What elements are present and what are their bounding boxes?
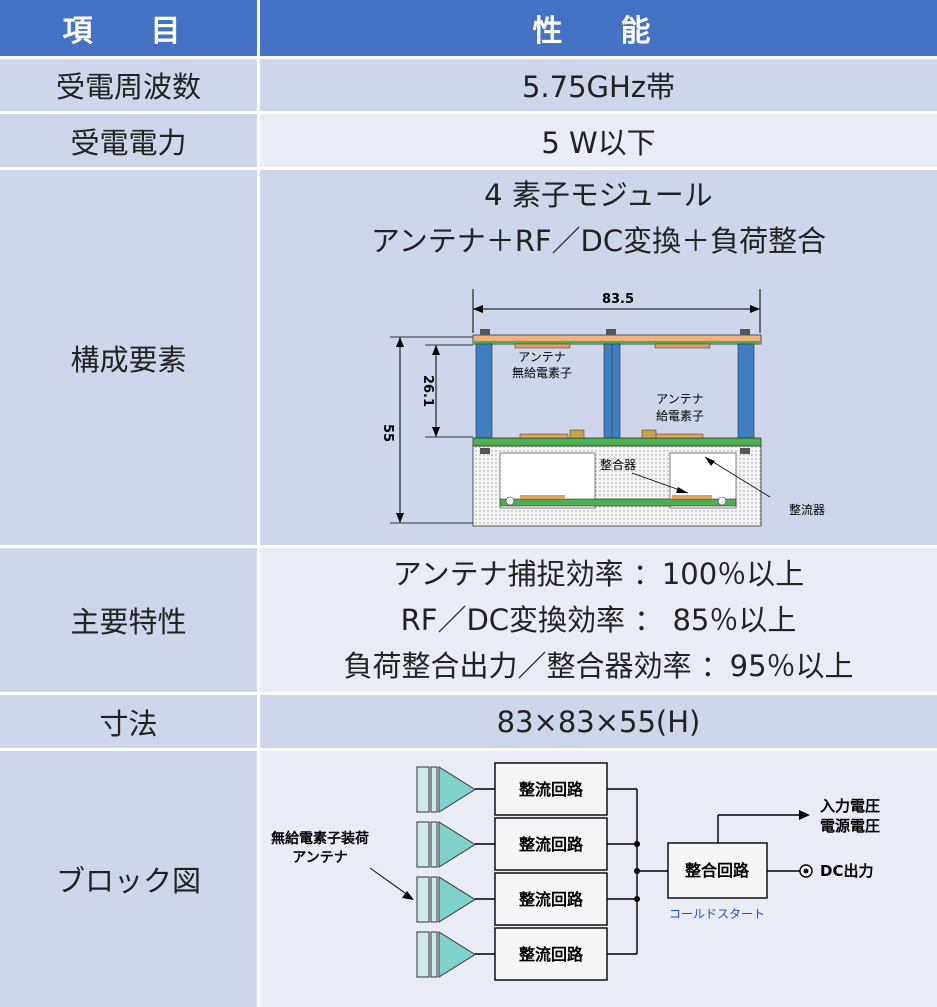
label-parasitic-1: アンテナ [518, 350, 566, 364]
antenna-label-1: 無給電素子装荷 [271, 830, 369, 847]
antenna-label-2: アンテナ [292, 850, 347, 866]
block-diagram: 整流回路 整流回路 整流回路 整流回路 整合回路 コールドスタート 入力電圧 電… [271, 762, 880, 981]
rectifier-3: 整流回路 [518, 890, 584, 909]
label-frequency-text: 受電周波数 [55, 70, 201, 104]
label-composition-text: 構成要素 [70, 342, 187, 377]
dim-spacing: 26.1 [420, 375, 435, 407]
composition-line-2: アンテナ＋RF／DC変換＋負荷整合 [370, 224, 827, 258]
composition-line-1: 4 素子モジュール [484, 178, 713, 212]
label-parasitic-2: 無給電素子 [512, 365, 572, 380]
label-size: 寸法 [0, 695, 257, 748]
characteristics-line-3: 負荷整合出力／整合器効率 ：95％以上 [343, 649, 854, 683]
label-power: 受電電力 [0, 114, 257, 167]
antenna-group [416, 766, 476, 978]
header-item-text: 項 目 [62, 14, 195, 49]
label-frequency: 受電周波数 [0, 59, 257, 111]
header-performance-text: 性 能 [532, 14, 665, 49]
supply-voltage: 電源電圧 [820, 817, 880, 835]
characteristics-line-2: RF／DC変換効率 ： 85％以上 [400, 603, 797, 637]
dim-width: 83.5 [602, 292, 634, 307]
input-voltage: 入力電圧 [820, 797, 880, 815]
label-size-text: 寸法 [99, 706, 158, 741]
value-size: 83×83×55(H) [260, 695, 937, 748]
value-frequency-text: 5.75GHz帯 [521, 70, 676, 104]
value-frequency: 5.75GHz帯 [260, 59, 937, 111]
value-power-text: 5 W以下 [541, 125, 656, 160]
rectifier-2: 整流回路 [518, 835, 584, 854]
header-item: 項 目 [0, 0, 257, 56]
rectifier-1: 整流回路 [518, 780, 584, 799]
dc-output: DC出力 [820, 862, 873, 880]
label-matcher: 整合器 [600, 457, 636, 472]
label-feed-2: 給電素子 [656, 409, 704, 423]
label-block: ブロック図 [0, 751, 257, 1007]
value-power: 5 W以下 [260, 114, 937, 167]
label-block-text: ブロック図 [55, 864, 201, 898]
characteristics-line-1: アンテナ捕捉効率 ：100％以上 [392, 557, 805, 591]
header-performance: 性 能 [260, 0, 937, 56]
label-characteristics: 主要特性 [0, 548, 257, 692]
matcher-box: 整合回路 [684, 861, 750, 880]
value-size-text: 83×83×55(H) [496, 704, 701, 739]
rectifier-4: 整流回路 [518, 945, 584, 964]
label-rectifier: 整流器 [789, 502, 825, 517]
label-characteristics-text: 主要特性 [70, 605, 187, 639]
cold-start: コールドスタート [669, 907, 765, 921]
module-drawing: 83.5 55 26.1 アンテナ 無給電素子 アンテナ 給電素子 整合器 [380, 289, 825, 527]
label-power-text: 受電電力 [70, 125, 187, 160]
label-feed-1: アンテナ [656, 392, 704, 406]
value-characteristics: アンテナ捕捉効率 ：100％以上 RF／DC変換効率 ： 85％以上 負荷整合出… [260, 548, 937, 692]
dim-height: 55 [380, 424, 395, 442]
label-composition: 構成要素 [0, 170, 257, 545]
